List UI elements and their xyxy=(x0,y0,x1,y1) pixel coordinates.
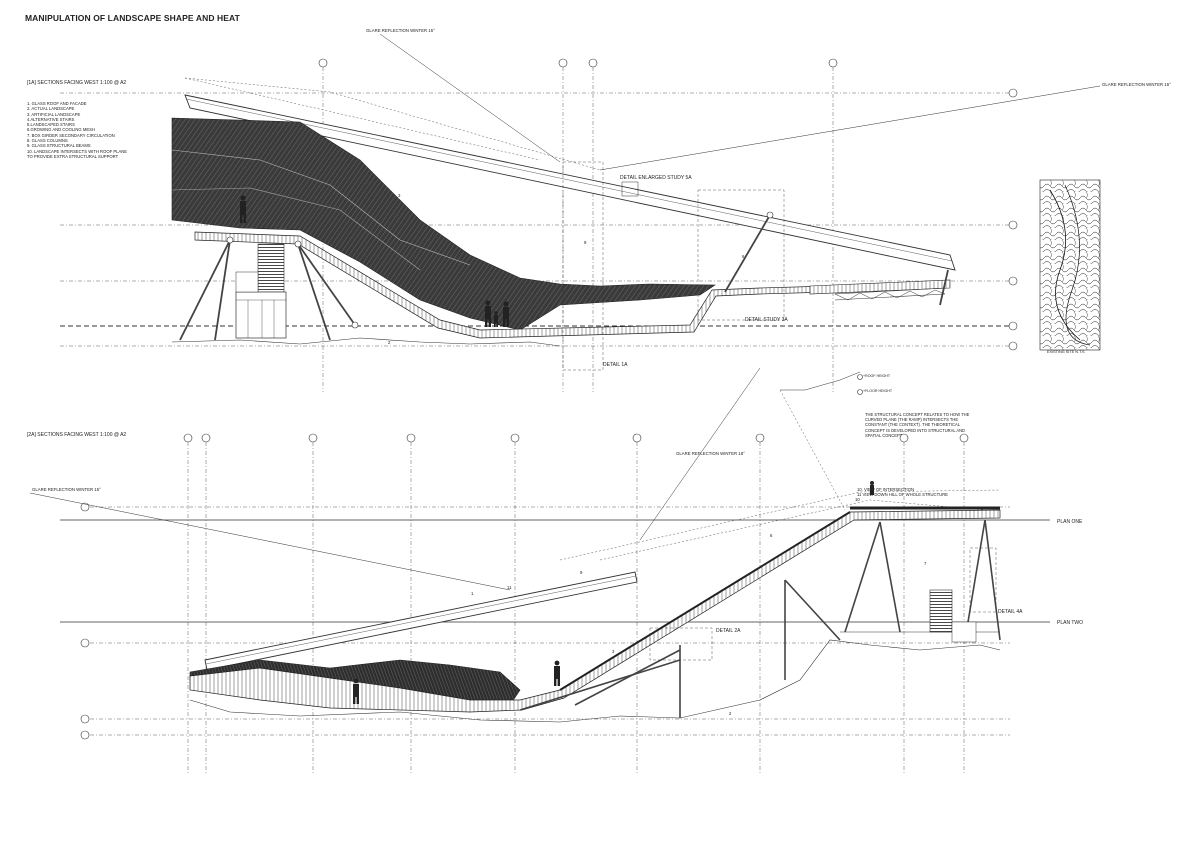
section-number-tag: 3 xyxy=(398,193,401,198)
structural-columns-2a xyxy=(519,519,1001,718)
artificial-landscape-mesh xyxy=(171,117,716,331)
legend-item: 7. BOX GIRDER SECONDARY CIRCULATION xyxy=(27,132,115,138)
legend-item: 6.GROWING AND COOLING MESH xyxy=(27,127,95,133)
detail-2a-label: DETAIL 2A xyxy=(716,628,741,634)
section-number-tag: 9 xyxy=(580,570,583,575)
glare-label-right: GLARE REFLECTION WINTER 15° xyxy=(1102,82,1171,87)
glare-label-top: GLARE REFLECTION WINTER 15° xyxy=(366,28,435,33)
glass-roof-2a xyxy=(204,571,638,671)
detail-4a-label: DETAIL 4A xyxy=(998,609,1023,615)
sheet-title: MANIPULATION OF LANDSCAPE SHAPE AND HEAT xyxy=(25,13,240,23)
section-1a-legend: 1. GLASS ROOF AND FACADE 2. ACTUAL LANDS… xyxy=(27,101,127,159)
section-number-tag: 3 xyxy=(612,649,615,654)
concept-line: THE STRUCTURAL CONCEPT RELATES TO HOW TH… xyxy=(865,412,970,417)
level-label-a: +ROOF HEIGHT xyxy=(863,374,891,378)
grid-axis-markers xyxy=(318,58,838,68)
section-2a-drawing xyxy=(29,367,1050,775)
legend-item: 5.LANDSCAPED STAIRS xyxy=(27,122,75,128)
detail-3a-label: DETAIL STUDY 3A xyxy=(745,317,788,323)
detail-5a-label: DETAIL ENLARGED STUDY 5A xyxy=(620,175,692,181)
view-note: 11 VIEW DOWN HILL OF WHOLE STRUCTURE xyxy=(857,492,948,498)
alternative-stairs-2a xyxy=(929,589,953,633)
section-number-tag: 9 xyxy=(584,240,587,245)
section-1a-drawing xyxy=(60,33,1101,392)
concept-line: CURVED PLANE (THE RAMP) INTERSECTS THE xyxy=(865,417,959,423)
plan-one-label: PLAN ONE xyxy=(1057,519,1083,525)
section-number-tag: 6 xyxy=(742,254,745,259)
view-note: 10. VIEW OF INTERSECTION xyxy=(857,487,915,492)
plan-two-label: PLAN TWO xyxy=(1057,620,1084,626)
structural-concept-note: THE STRUCTURAL CONCEPT RELATES TO HOW TH… xyxy=(865,412,969,438)
section-number-tag: 1 xyxy=(471,591,474,596)
stair-core-door xyxy=(235,291,287,339)
section-number-tag: 2 xyxy=(729,711,732,716)
concept-line: CONSTANT (THE CONTEXT). THE THEORETICAL xyxy=(865,422,960,428)
structural-columns xyxy=(179,214,949,341)
human-figures xyxy=(240,195,509,327)
column-joints xyxy=(226,211,774,329)
ramp-deck-2a xyxy=(189,509,1001,713)
section-1a-heading: [1A] SECTIONS FACING WEST 1:100 @ A2 xyxy=(27,80,127,86)
legend-item: 2. ACTUAL LANDSCAPE xyxy=(27,106,75,112)
section-number-tag: 10 xyxy=(855,497,860,502)
actual-landscape-ground-2a xyxy=(189,639,1001,723)
legend-item: 1. GLASS ROOF AND FACADE xyxy=(27,101,87,106)
legend-item: 9. GLASS STRUCTURAL BEAMS xyxy=(27,143,91,149)
legend-item: TO PROVIDE EXTRA STRUCTURAL SUPPORT xyxy=(27,153,119,159)
detail-1a-label: DETAIL 1A xyxy=(603,362,628,368)
actual-landscape-ground xyxy=(171,337,561,347)
site-caption: EXISTING SITE N.T.S xyxy=(1047,350,1085,354)
concept-line: CONCEPT IS DEVELOPED INTO STRUCTURAL AND xyxy=(865,427,966,433)
section-number-tag: 7 xyxy=(924,561,927,566)
legend-item: 10. LANDSCAPE INTERSECTS WITH ROOF PLANE xyxy=(27,148,128,154)
glare-label-mid: GLARE REFLECTION WINTER 18° xyxy=(676,451,745,456)
section-2a-heading: [2A] SECTIONS FACING WEST 1:100 @ A2 xyxy=(27,432,127,438)
section-number-tag: 11 xyxy=(507,585,512,590)
level-markers xyxy=(1008,88,1018,351)
grid-axis-lines-2a xyxy=(90,442,1010,775)
level-label-b: +FLOOR HEIGHT xyxy=(863,389,893,393)
level-markers-2a xyxy=(80,374,863,740)
view-notes: 10. VIEW OF INTERSECTION 11 VIEW DOWN HI… xyxy=(857,487,948,497)
legend-item: 8. GLASS COLUMNS xyxy=(27,138,68,144)
section-number-tag: 2 xyxy=(388,340,391,345)
alternative-stairs xyxy=(257,243,285,293)
legend-item: 4.ALTERNATIVE STAIRS xyxy=(27,116,75,122)
section-number-tag: 6 xyxy=(770,533,773,538)
existing-site-contour-plan xyxy=(1039,179,1101,351)
grid-axis-markers-2a xyxy=(183,433,969,443)
concept-line: SPATIAL CONCEPT xyxy=(865,432,903,438)
glare-label-left: GLARE REFLECTION WINTER 15° xyxy=(32,487,101,492)
legend-item: 3. ARTIFICIAL LANDSCAPE xyxy=(27,111,81,117)
grid-axis-lines xyxy=(60,67,1010,392)
human-figures-2a xyxy=(353,481,874,704)
